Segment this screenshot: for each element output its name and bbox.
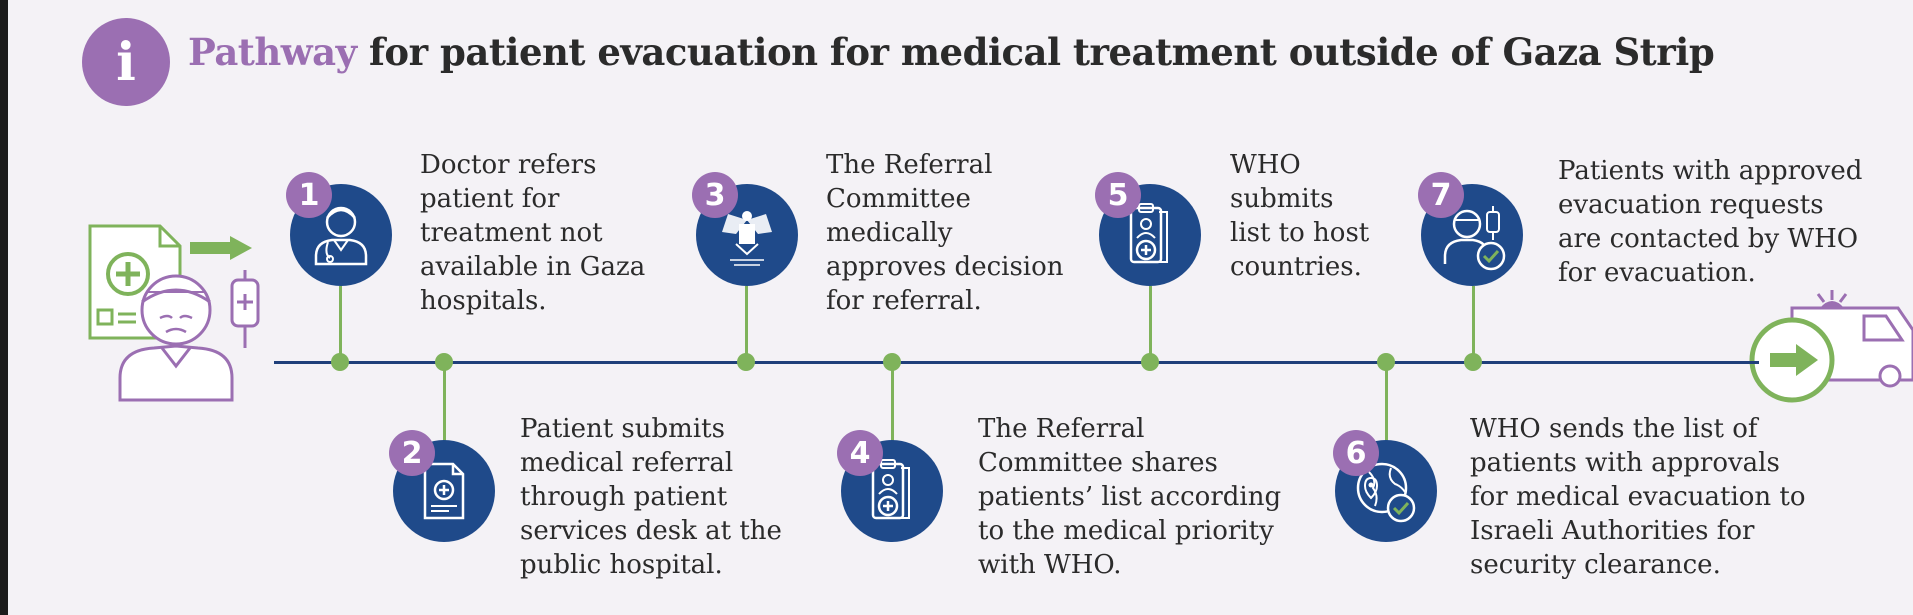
step-3-number: 3 (692, 172, 738, 218)
connector-5 (1149, 286, 1152, 362)
title-accent: Pathway (188, 30, 357, 74)
page-title: Pathway for patient evacuation for medic… (188, 30, 1715, 74)
connector-3 (745, 286, 748, 362)
connector-6 (1385, 362, 1388, 442)
globe-check-icon (1356, 462, 1416, 523)
timeline-node-7 (1464, 353, 1482, 371)
step-5-text: WHO submits list to host countries. (1230, 150, 1370, 282)
ambulance-icon (1749, 290, 1913, 403)
step-4-text: The Referral Committee shares patients’ … (978, 414, 1282, 580)
step-7-number: 7 (1418, 172, 1464, 218)
step-3-text: The Referral Committee medically approve… (826, 150, 1064, 316)
step-4-number: 4 (837, 430, 883, 476)
timeline-node-2 (435, 353, 453, 371)
step-1-number: 1 (286, 172, 332, 218)
step-5-number: 5 (1095, 172, 1141, 218)
title-rest: for patient evacuation for medical treat… (356, 30, 1715, 74)
timeline-node-6 (1377, 353, 1395, 371)
step-2-circle (393, 440, 495, 542)
medical-document-icon (423, 462, 465, 520)
info-icon: i (82, 18, 170, 106)
step-2-text: Patient submits medical referral through… (520, 414, 782, 580)
step-1-text: Doctor refers patient for treatment not … (420, 150, 646, 316)
patient-referral-illustration-icon (88, 224, 260, 402)
connector-7 (1472, 286, 1475, 362)
patient-file-icon (871, 459, 910, 520)
timeline-node-3 (737, 353, 755, 371)
approved-patient-icon (1443, 206, 1506, 271)
connector-4 (891, 362, 894, 442)
timeline-node-4 (883, 353, 901, 371)
connector-2 (443, 362, 446, 442)
timeline-line (274, 361, 1759, 364)
info-glyph: i (116, 31, 136, 93)
timeline-node-5 (1141, 353, 1159, 371)
ministry-emblem-icon (722, 211, 772, 266)
timeline-node-1 (331, 353, 349, 371)
infographic-canvas: i Pathway for patient evacuation for med… (8, 0, 1913, 615)
doctor-icon (314, 206, 368, 266)
step-6-text: WHO sends the list of patients with appr… (1470, 414, 1806, 580)
step-2-number: 2 (389, 430, 435, 476)
step-7-text: Patients with approved evacuation reques… (1558, 156, 1863, 288)
connector-1 (339, 286, 342, 362)
step-6-number: 6 (1333, 430, 1379, 476)
patient-file-icon (1129, 203, 1168, 264)
